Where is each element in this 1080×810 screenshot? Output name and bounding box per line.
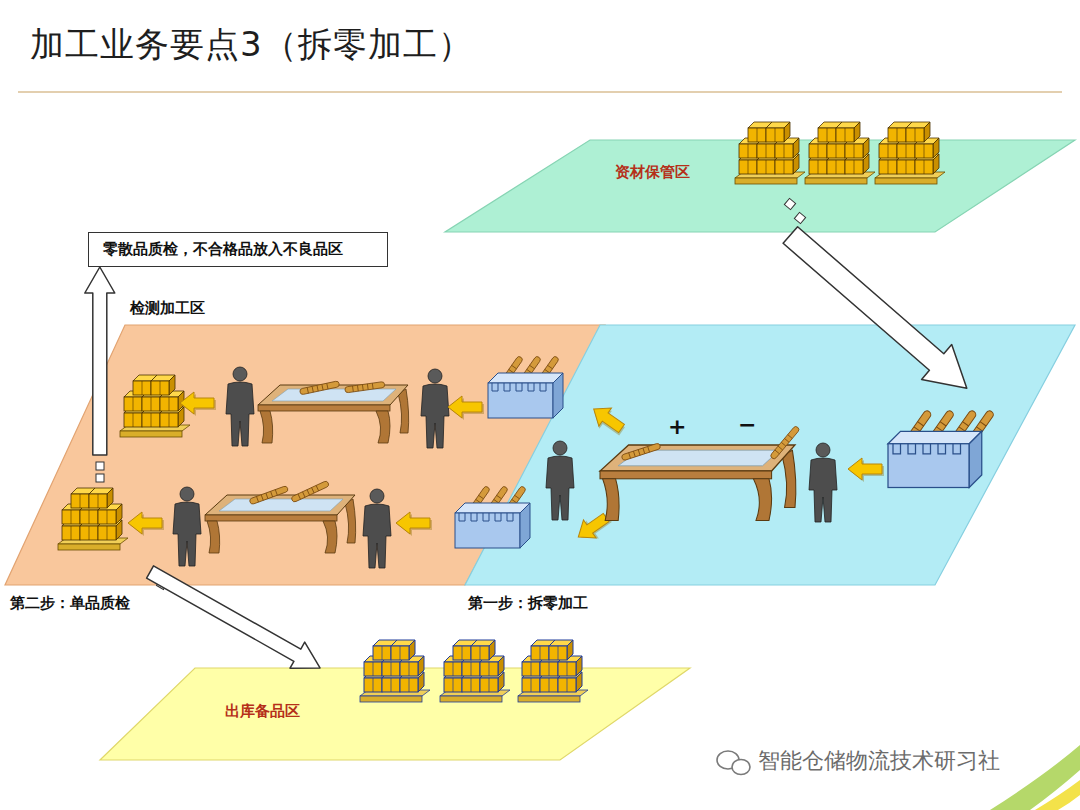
polarity-sign: − [738, 412, 756, 437]
worker [363, 489, 391, 568]
zone-label: 资材保管区 [615, 163, 690, 182]
pallet-stack [805, 122, 875, 184]
title-rule [18, 91, 1062, 92]
text-slot: 检测加工区 [130, 298, 205, 318]
hollow-arrow [85, 267, 115, 455]
parts-rack [888, 409, 995, 487]
work-table [205, 495, 356, 553]
deco-swoosh [1035, 780, 1080, 810]
flow-arrow [396, 512, 432, 536]
zone-caption: 第二步：单品质检 [10, 594, 130, 613]
zone-label: 出库备品区 [225, 702, 300, 721]
zone-label: 检测加工区 [130, 299, 205, 318]
note-box: 零散品质检，不合格品放入不良品区 [88, 232, 388, 267]
part [770, 425, 800, 459]
flow-arrow [180, 392, 216, 416]
zone-outline [465, 325, 1075, 585]
pallet-stack [875, 122, 945, 184]
pallet-stack [735, 122, 805, 184]
page-title: 加工业务要点3（拆零加工） [30, 22, 473, 68]
worker [809, 443, 837, 522]
text-slot: 第二步：单品质检 [10, 593, 130, 613]
part [249, 486, 289, 505]
part [291, 480, 330, 502]
dash-square [784, 198, 795, 209]
pallet-stack [120, 375, 190, 437]
watermark: 智能仓储物流技术研习社 [758, 746, 1000, 776]
parts-rack [488, 356, 563, 418]
part [621, 443, 661, 461]
text-slot: 第一步：拆零加工 [468, 593, 588, 613]
part [345, 381, 385, 393]
worker [226, 367, 254, 446]
hollow-arrow [783, 227, 967, 389]
polarity-sign: + [668, 414, 686, 439]
hollow-arrow [147, 566, 320, 668]
flow-arrow [128, 512, 164, 536]
dash-square [96, 474, 104, 482]
text-line: 零散品质检，不合格品放入不良品区 [103, 239, 373, 259]
dash-square [96, 462, 104, 470]
worker [421, 369, 449, 448]
flow-arrow [586, 400, 629, 440]
label-slot: + [668, 414, 686, 439]
work-table [258, 385, 409, 443]
parts-rack [455, 486, 530, 548]
pallet-stack [440, 640, 510, 702]
text-slot: 资材保管区 [615, 162, 690, 182]
wechat-icon [717, 751, 750, 775]
note-text: 零散品质检，不合格品放入不良品区 [103, 240, 343, 259]
text-slot: 出库备品区 [225, 701, 300, 721]
worker [546, 441, 574, 520]
part [299, 381, 339, 395]
title-slot: 加工业务要点3（拆零加工） [30, 22, 473, 68]
pallet-stack [360, 640, 430, 702]
worker [173, 487, 201, 566]
deco-swoosh [990, 745, 1080, 810]
label-slot: 智能仓储物流技术研习社 [758, 746, 1000, 776]
label-slot: − [738, 412, 756, 437]
dash-square [794, 212, 805, 223]
zone-label: 第一步：拆零加工 [468, 594, 588, 613]
flow-arrow [448, 396, 484, 420]
pallet-stack [58, 488, 128, 550]
flow-arrow [848, 458, 884, 482]
pallet-stack [518, 640, 588, 702]
